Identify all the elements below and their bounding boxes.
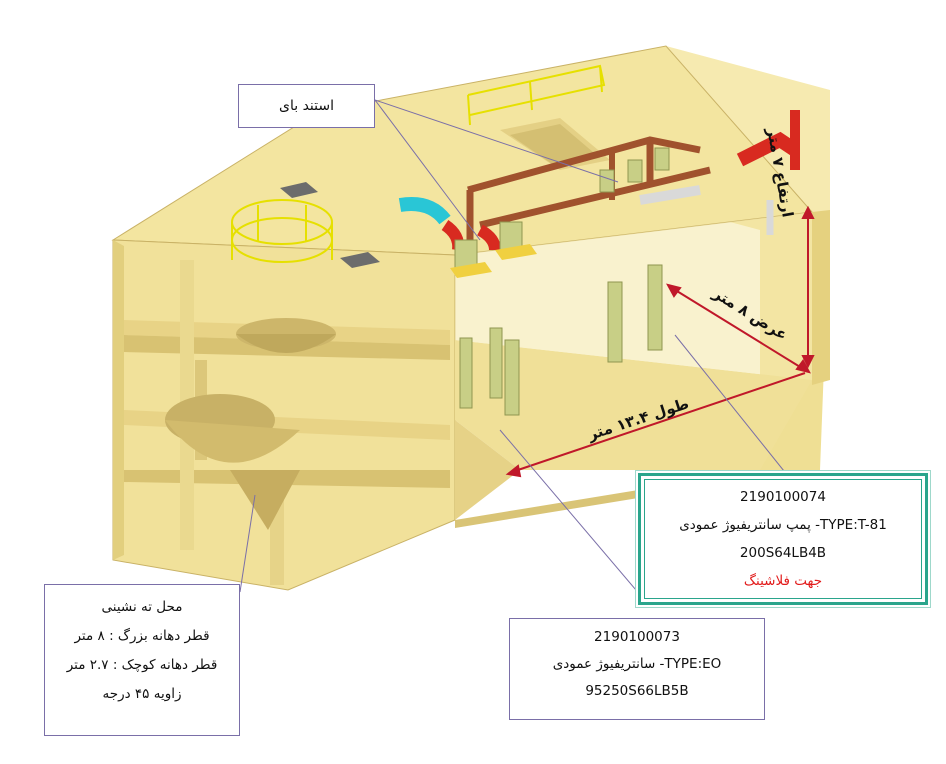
pump-bases: [450, 244, 537, 278]
railing-back: [467, 64, 606, 126]
stand-by-callout: استند بای: [238, 84, 375, 128]
settling-large-diameter: قطر دهانه بزرگ : ۸ متر: [74, 628, 210, 644]
settling-small-diameter: قطر دهانه کوچک : ۲.۷ متر: [66, 657, 218, 673]
tank-structure: [111, 45, 830, 591]
flushing-pump-type: TYPE:T-81- پمپ سانتریفیوژ عمودی: [679, 517, 887, 533]
settling-angle: زاویه ۴۵ درجه: [102, 686, 182, 702]
flushing-pump-purpose: جهت فلاشینگ: [743, 573, 823, 589]
flushing-pump-code: 2190100074: [740, 489, 826, 505]
vertical-pump-callout: 2190100073 TYPE:EO- سانتریفیوژ عمودی 952…: [509, 618, 765, 720]
vertical-pump-type: TYPE:EO- سانتریفیوژ عمودی: [552, 656, 722, 672]
callout-inner-border: [644, 479, 922, 599]
vertical-pump-code: 2190100073: [594, 629, 680, 645]
stand-by-label: استند بای: [279, 98, 334, 114]
settling-zone-callout: محل ته نشینی قطر دهانه بزرگ : ۸ متر قطر …: [44, 584, 240, 736]
vertical-pump-model: 95250S66LB5B: [585, 683, 689, 699]
pumps: [454, 147, 670, 416]
settling-title: محل ته نشینی: [101, 599, 183, 615]
dimension-lines: [505, 205, 815, 478]
leader-lines: [239, 99, 789, 593]
railing-left: [231, 199, 333, 263]
flushing-pump-callout: 2190100074 TYPE:T-81- پمپ سانتریفیوژ عمو…: [638, 473, 928, 605]
flushing-pump-model: 200S64LB4B: [739, 545, 827, 561]
pipework: [398, 110, 800, 251]
